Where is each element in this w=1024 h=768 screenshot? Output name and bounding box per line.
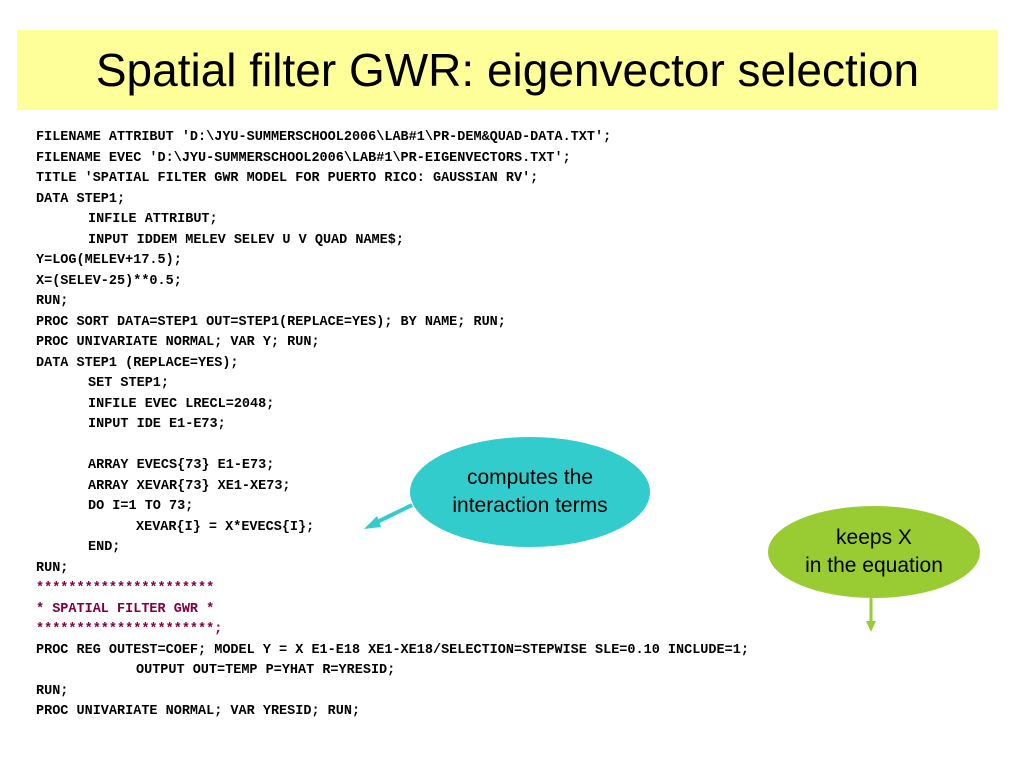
callout-line: interaction terms [452, 494, 608, 517]
callout-line: in the equation [805, 554, 943, 577]
code-line: DATA STEP1; [36, 191, 126, 207]
title-bar: Spatial filter GWR: eigenvector selectio… [17, 30, 998, 110]
code-line: RUN; [36, 560, 69, 576]
code-line: PROC UNIVARIATE NORMAL; VAR YRESID; RUN; [36, 704, 361, 719]
code-line: RUN; [36, 683, 69, 699]
interaction-terms-callout: computes the interaction terms [410, 437, 650, 547]
code-line: XEVAR{I} = X*EVECS{I}; [136, 519, 315, 535]
code-line: ARRAY XEVAR{73} XE1-XE73; [88, 478, 291, 494]
code-line: PROC UNIVARIATE NORMAL; VAR Y; RUN; [36, 335, 320, 350]
code-line: INFILE EVEC LRECL=2048; [88, 396, 275, 412]
code-line: INFILE ATTRIBUT; [88, 212, 218, 227]
slide-title: Spatial filter GWR: eigenvector selectio… [95, 44, 920, 96]
callout-line: keeps X [836, 526, 912, 549]
code-line: END; [88, 540, 121, 555]
code-line: X=(SELEV-25)**0.5; [36, 273, 182, 289]
code-line: RUN; [36, 294, 69, 309]
code-line: DO I=1 TO 73; [88, 499, 194, 514]
code-line: PROC REG OUTEST=COEF; MODEL Y = X E1-E18… [36, 642, 749, 658]
interaction-arrow-line [372, 503, 413, 526]
interaction-arrow-head [364, 516, 381, 529]
code-line: DATA STEP1 (REPLACE=YES); [36, 355, 239, 371]
code-line: OUTPUT OUT=TEMP P=YHAT R=YRESID; [136, 663, 396, 678]
code-comment-line: **********************; [36, 622, 223, 637]
code-comment-line: ********************** [36, 581, 215, 596]
code-comment-line: * SPATIAL FILTER GWR * [36, 601, 215, 617]
code-line: TITLE 'SPATIAL FILTER GWR MODEL FOR PUER… [36, 171, 539, 186]
keeps-x-arrow-head [866, 621, 876, 632]
code-line: INPUT IDE E1-E73; [88, 417, 226, 432]
code-line: SET STEP1; [88, 376, 170, 391]
code-line: Y=LOG(MELEV+17.5); [36, 253, 182, 268]
keeps-x-callout: keeps X in the equation [768, 506, 980, 598]
code-line: FILENAME EVEC 'D:\JYU-SUMMERSCHOOL2006\L… [36, 150, 571, 166]
code-line: ARRAY EVECS{73} E1-E73; [88, 458, 275, 473]
code-line: PROC SORT DATA=STEP1 OUT=STEP1(REPLACE=Y… [36, 314, 506, 330]
code-line: FILENAME ATTRIBUT 'D:\JYU-SUMMERSCHOOL20… [36, 130, 612, 145]
code-line: INPUT IDDEM MELEV SELEV U V QUAD NAME$; [88, 232, 404, 248]
callout-line: computes the [466, 466, 594, 489]
